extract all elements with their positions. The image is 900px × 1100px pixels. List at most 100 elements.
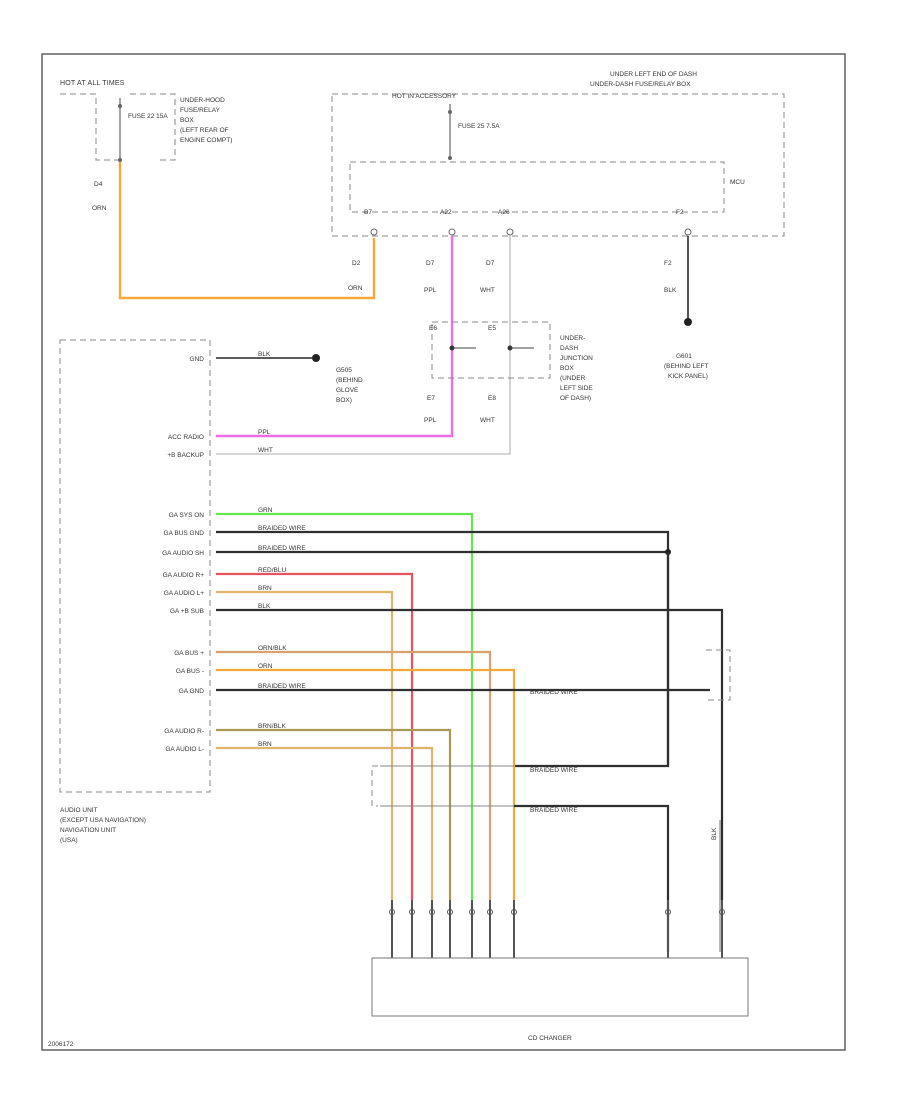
diagram-frame — [41, 53, 846, 1051]
g505-label-line3: GLOVE — [336, 387, 359, 394]
audio-pin-wire-color: BRAIDED WIRE — [258, 683, 306, 690]
orn-blk-wire — [216, 650, 492, 900]
audio-pin-wire-color: ORN/BLK — [258, 645, 287, 652]
underhood-location-line4: (LEFT REAR OF — [180, 127, 229, 134]
audio-pin-wire-color: BRN — [258, 585, 272, 592]
audio-pin-name: GA AUDIO L+ — [164, 590, 204, 597]
audio-pin-wire-color: BRAIDED WIRE — [258, 525, 306, 532]
audio-pin-name: GA AUDIO SH — [162, 550, 204, 557]
underhood-location-line3: BOX — [180, 117, 194, 124]
blk-b-sub-wire — [216, 608, 724, 900]
junction-location-line4: BOX — [560, 365, 574, 372]
audio-pin-wire-color: BRN/BLK — [258, 723, 286, 730]
wht-wire-label-2: WHT — [480, 417, 495, 424]
audio-pin-wire-color: BRAIDED WIRE — [258, 545, 306, 552]
audio-pin-name: GA +B SUB — [170, 608, 204, 615]
ppl-wire-d7: D7 — [426, 260, 435, 267]
grn-wire — [216, 512, 474, 900]
junction-location-line2: DASH — [560, 345, 578, 352]
diagram-code: 2006172 — [48, 1041, 74, 1048]
g505-label-line2: (BEHIND — [336, 377, 363, 384]
underhood-location-line1: UNDER-HOOD — [180, 97, 225, 104]
audio-pin-name: GA AUDIO R- — [164, 728, 204, 735]
blk-wire-label: BLK — [664, 287, 677, 294]
audio-unit-caption-line4: (USA) — [60, 837, 78, 844]
audio-pin-name: GND — [190, 356, 205, 363]
underhood-location-line2: FUSE/RELAY — [180, 107, 221, 114]
audio-pin-name: GA BUS + — [174, 650, 204, 657]
shield-bracket — [706, 649, 731, 701]
red-blu-wire — [216, 572, 414, 900]
audio-unit-caption-line1: AUDIO UNIT — [60, 807, 98, 814]
audio-pin-name: GA SYS ON — [169, 512, 205, 519]
cd-connector-pin — [511, 909, 517, 915]
junction-pin-e6: E6 — [429, 325, 437, 332]
wht-wire-e8: E8 — [488, 395, 496, 402]
cd-connector-pin — [389, 909, 395, 915]
audio-pin-name: GA BUS GND — [164, 530, 205, 537]
braided-wire-label-3: BRAIDED WIRE — [530, 807, 578, 814]
orn-wire-d2: D2 — [352, 260, 361, 267]
cd-connector-pin — [447, 909, 453, 915]
audio-pin-wire-color: RED/BLU — [258, 567, 286, 574]
brn-blk-wire — [216, 728, 452, 900]
audio-pin-name: GA AUDIO L- — [165, 746, 204, 753]
audio-pin-wire-color: BLK — [258, 351, 271, 358]
ppl-wire-label-2: PPL — [424, 417, 437, 424]
mcu-pin-a26: A26 — [498, 209, 510, 216]
cd-connector-pin — [469, 909, 475, 915]
braided-wire-label-1: BRAIDED WIRE — [530, 689, 578, 696]
wht-wire — [216, 236, 511, 455]
shield-bracket-lower — [371, 765, 378, 807]
orn-wire-label-2: ORN — [348, 285, 363, 292]
junction-location-line5: (UNDER — [560, 375, 586, 382]
orange-wire — [118, 162, 376, 300]
orn-wire-label: ORN — [92, 205, 107, 212]
audio-pin-wire-color: BRN — [258, 741, 272, 748]
g505-label-line4: BOX) — [336, 397, 352, 404]
underhood-location-line5: ENGINE COMPT) — [180, 137, 232, 144]
audio-unit-caption-line2: (EXCEPT USA NAVIGATION) — [60, 817, 146, 824]
orn-wire-d4: D4 — [94, 181, 103, 188]
wht-wire-d7: D7 — [486, 260, 495, 267]
cd-changer-box — [371, 957, 749, 1017]
ground-g505-icon — [312, 354, 320, 362]
junction-pin-e5: E5 — [488, 325, 496, 332]
g601-label-line3: KICK PANEL) — [668, 373, 708, 380]
g505-label-line1: G505 — [336, 367, 352, 374]
cd-changer-pins — [389, 900, 725, 958]
audio-pin-name: GA GND — [179, 688, 205, 695]
braided-wire-label-2: BRAIDED WIRE — [530, 767, 578, 774]
fuse-22-label: FUSE 22 15A — [128, 113, 168, 120]
mcu-pin-b7: B7 — [364, 209, 372, 216]
orn-wire-bus — [216, 668, 516, 900]
audio-pin-wire-color: ORN — [258, 663, 273, 670]
ground-g601-icon — [684, 318, 692, 326]
g601-label-line1: G601 — [676, 353, 692, 360]
under-dash-fuse-box: UNDER LEFT END OF DASH UNDER-DASH FUSE/R… — [331, 71, 785, 237]
ppl-wire-label: PPL — [424, 287, 437, 294]
audio-pin-name: GA BUS - — [176, 668, 204, 675]
brn-wire — [216, 590, 394, 900]
audio-pin-name: GA AUDIO R+ — [163, 572, 205, 579]
blk-side-label: BLK — [711, 827, 718, 840]
cd-connector-pin — [487, 909, 493, 915]
audio-pin-name: +B BACKUP — [167, 452, 204, 459]
audio-pin-wire-color: GRN — [258, 507, 273, 514]
ppl-wire — [216, 236, 454, 438]
underhood-fuse-box: HOT AT ALL TIMES FUSE 22 15A UNDER-HOOD … — [60, 80, 232, 162]
audio-pin-name: ACC RADIO — [168, 434, 204, 441]
cd-connector-pin — [429, 909, 435, 915]
brn-l-wire — [216, 746, 434, 900]
cd-connector-pin — [409, 909, 415, 915]
audio-pin-wire-color: BLK — [258, 603, 271, 610]
wht-wire-label: WHT — [480, 287, 495, 294]
mcu-box — [349, 161, 725, 213]
hot-in-accessory-label: HOT IN ACCESSORY — [392, 93, 457, 100]
cd-connector-pin — [719, 909, 725, 915]
audio-unit-caption-line3: NAVIGATION UNIT — [60, 827, 116, 834]
mcu-pin-f2: F2 — [676, 209, 684, 216]
mcu-pin-a22: A22 — [440, 209, 452, 216]
